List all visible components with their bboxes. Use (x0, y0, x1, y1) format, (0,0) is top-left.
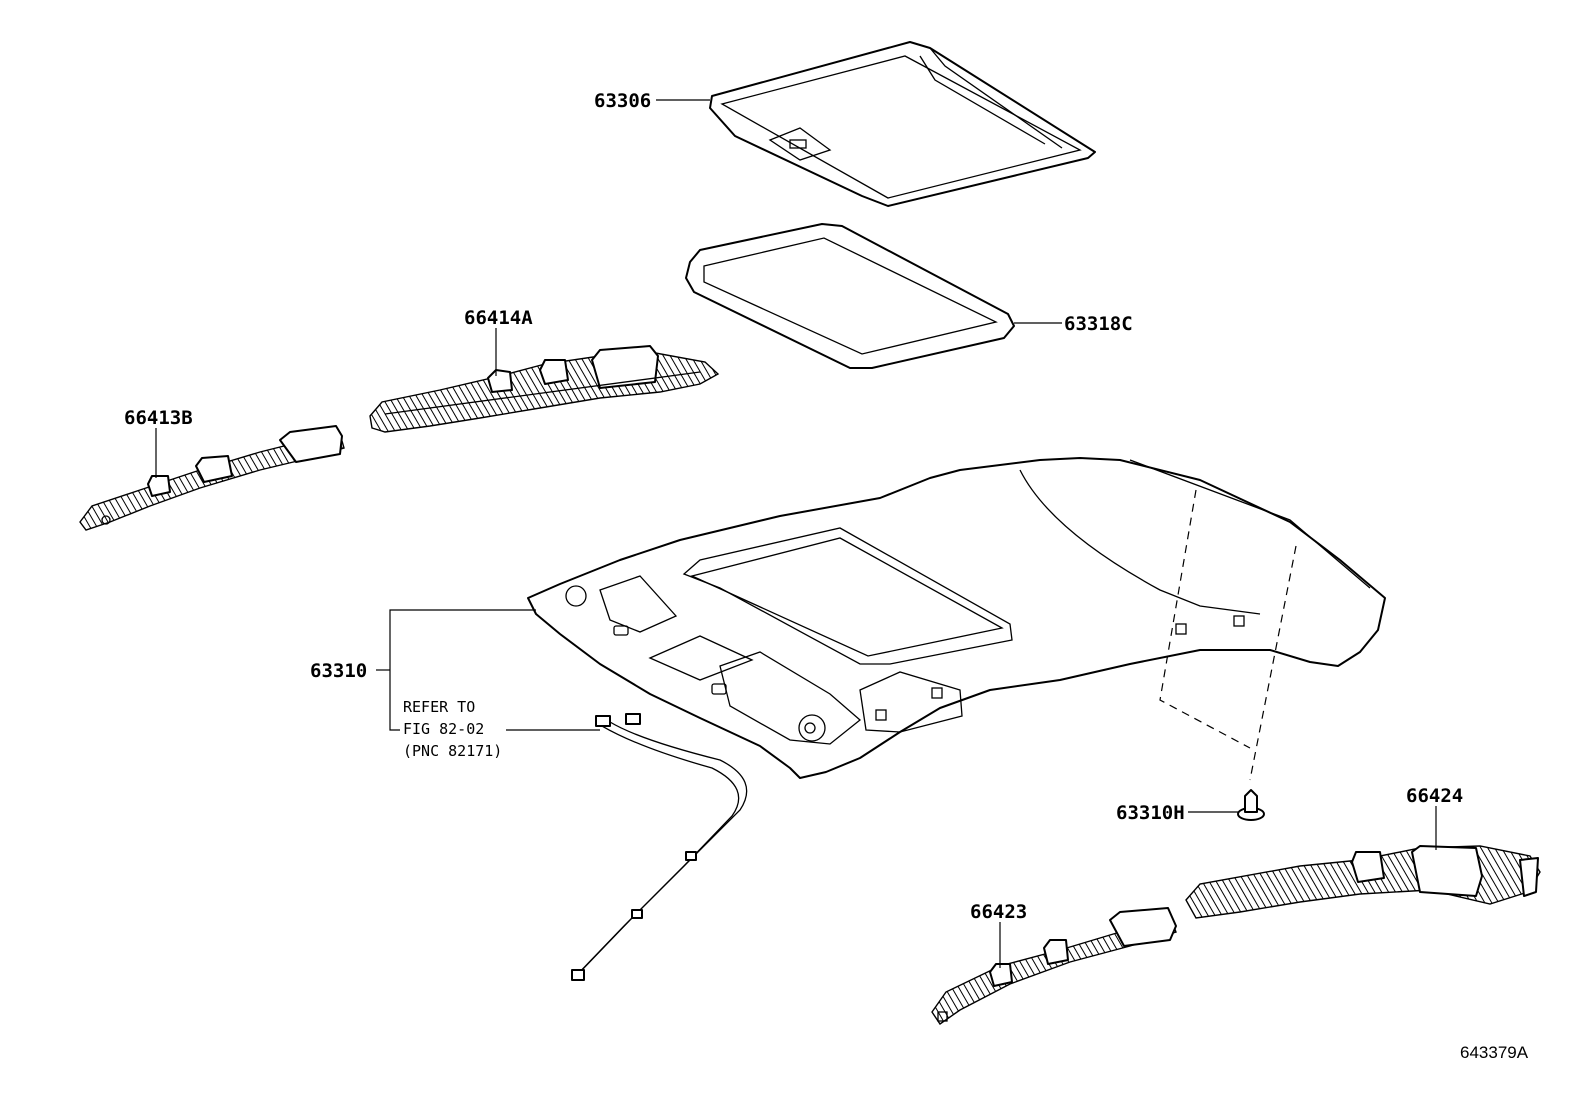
leader-lines (155, 99, 1437, 968)
label-63310: 63310 (310, 660, 367, 682)
label-63310h: 63310H (1116, 802, 1185, 824)
reference-note: REFER TO FIG 82-02 (PNC 82171) (403, 698, 502, 760)
retainer-66414a (369, 345, 720, 433)
label-63306: 63306 (594, 90, 651, 112)
label-66413b: 66413B (124, 407, 193, 429)
figure-code: 643379A (1460, 1043, 1529, 1062)
reference-note-line-3: (PNC 82171) (403, 742, 502, 760)
sunshade-panel-63306 (709, 41, 1096, 207)
reference-note-line-2: FIG 82-02 (403, 720, 484, 738)
label-66424: 66424 (1406, 785, 1463, 807)
retainer-66413b (79, 425, 345, 531)
reference-note-line-1: REFER TO (403, 698, 475, 716)
mounting-guide-lines (1159, 489, 1297, 781)
wire-harness (571, 713, 748, 981)
weatherstrip-63318c (685, 223, 1015, 369)
headliner-63310 (527, 457, 1386, 779)
label-66423: 66423 (970, 901, 1027, 923)
label-63318c: 63318C (1064, 313, 1133, 335)
retainer-66423 (931, 907, 1177, 1025)
clip-63310h (1237, 789, 1265, 821)
retainer-66424 (1185, 845, 1541, 919)
label-66414a: 66414A (464, 307, 533, 329)
